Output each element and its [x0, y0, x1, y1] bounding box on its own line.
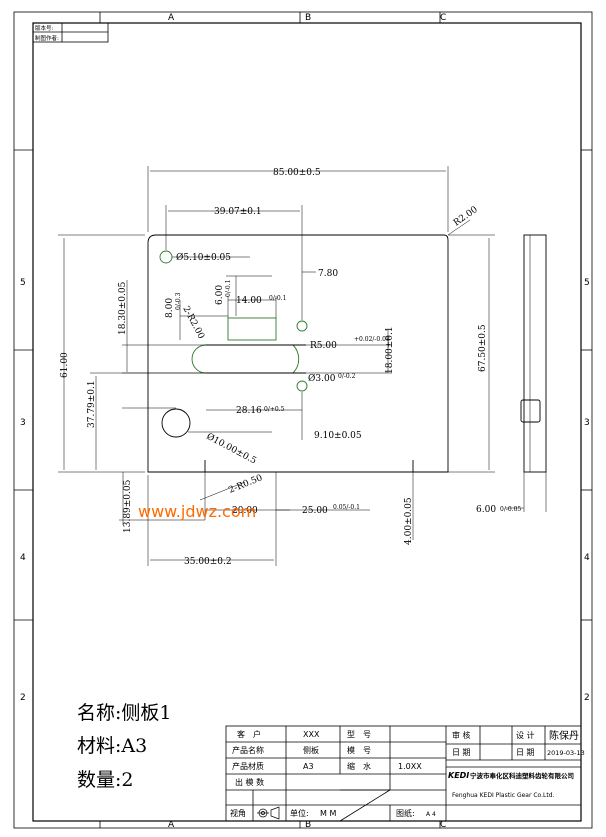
- part-quantity: 数量:2: [77, 769, 134, 791]
- dim-1830: 18.30±0.05: [118, 281, 128, 335]
- dim-1400: 14.00: [236, 296, 262, 306]
- zone-letter-top-a: A: [168, 13, 175, 23]
- zone-letter-top-b: B: [305, 13, 311, 23]
- dim-r050: 2-R0.50: [227, 473, 264, 496]
- tb-angle-label: 视角: [230, 808, 246, 818]
- tb-model-label: 型 号: [347, 730, 371, 739]
- zone-number-left-1: 5: [20, 278, 26, 288]
- tb-sheet-label: 图纸:: [396, 808, 415, 818]
- hole-small-b: [296, 380, 308, 392]
- watermark: www.jdwz.com: [138, 502, 256, 521]
- dim-400: 4.00±0.05: [404, 497, 414, 545]
- revision-label: 版本号:: [35, 24, 54, 32]
- tb-shrink-label: 缩 水: [347, 761, 371, 771]
- tb-unit-value: M M: [320, 809, 336, 818]
- tb-customer-value: XXX: [303, 730, 320, 739]
- company-logo: KEDI: [448, 771, 469, 780]
- zone-number-right-3: 4: [584, 553, 590, 563]
- hole-small-top-left: [159, 250, 173, 264]
- dim-3779: 37.79±0.1: [87, 380, 97, 428]
- dim-2500: 25.00: [302, 506, 328, 516]
- tb-product-name-value: 侧板: [303, 745, 319, 755]
- zone-letter-bottom-b: B: [305, 820, 311, 830]
- zone-letter-bottom-c: C: [440, 820, 446, 830]
- dim-510: Ø5.10±0.05: [176, 252, 231, 263]
- tb-design-value: 陈保丹: [549, 729, 579, 742]
- zone-letter-top-c: C: [440, 13, 446, 23]
- hole-large: [161, 408, 191, 438]
- dim-1400-tol: 0/-0.1: [269, 295, 286, 302]
- dim-2816-tol: 0/+0.5: [264, 406, 285, 413]
- side-view: [505, 234, 547, 512]
- arc-r200: [191, 344, 207, 374]
- dim-1389: 13.89±0.05: [123, 479, 133, 533]
- zone-number-left-3: 4: [20, 553, 26, 563]
- part-material: 材料:A3: [77, 735, 147, 757]
- dim-910: 9.10±0.05: [314, 431, 362, 441]
- dim-3907: 39.07±0.1: [214, 207, 262, 217]
- revision-box: [32, 22, 109, 43]
- dim-r2-left: 2-R2.00: [180, 305, 206, 341]
- dim-85: 85.00±0.5: [273, 168, 321, 178]
- slot-rect: [227, 317, 277, 341]
- dim-6750: 67.50±0.5: [478, 324, 488, 372]
- tb-review-label: 审 核: [452, 730, 471, 740]
- outer-frame: [13, 11, 593, 829]
- dim-300-tol: 0/-0.2: [338, 373, 356, 380]
- tb-unit-label: 单位:: [290, 808, 309, 818]
- author-label: 制图作者:: [35, 34, 59, 42]
- zone-number-left-2: 3: [20, 418, 26, 428]
- tb-mold-label: 模 号: [347, 745, 371, 755]
- tb-material-label: 产品材质: [232, 761, 264, 771]
- projection-symbol-icon: [257, 806, 280, 820]
- title-block: [225, 725, 582, 822]
- company-name-en: Fenghua KEDI Plastic Gear Co.Ltd.: [452, 792, 555, 799]
- zone-number-right-4: 2: [584, 693, 590, 703]
- hole-small-a: [296, 320, 308, 332]
- dim-3500: 35.00±0.2: [184, 557, 232, 567]
- dim-r2-top: R2.00: [452, 205, 480, 229]
- tb-date-value-right: 2019-03-13: [547, 749, 585, 757]
- tb-date-label-right: 日 期: [516, 748, 535, 757]
- dim-600-side: 6.00: [476, 505, 496, 515]
- dim-300: Ø3.00: [308, 373, 336, 384]
- zone-number-right-2: 3: [584, 418, 590, 428]
- dim-800-tol: 0/-0.3: [175, 292, 182, 310]
- company-name-cn: 宁波市奉化区科迪塑料齿轮有限公司: [470, 771, 574, 780]
- dim-800: 8.00: [165, 298, 175, 318]
- zone-number-left-4: 2: [20, 693, 26, 703]
- zone-letter-bottom-a: A: [168, 820, 175, 830]
- dim-2500-tol: 0.05/-0.1: [333, 504, 360, 511]
- dim-2816: 28.16: [236, 406, 262, 416]
- tb-design-label: 设 计: [516, 730, 535, 740]
- dim-6100: 61.00: [60, 352, 70, 378]
- tb-material-value: A3: [303, 762, 314, 771]
- tb-cavities-label: 出 模 数: [235, 777, 264, 787]
- tb-date-label-left: 日 期: [452, 748, 471, 757]
- tb-sheet-value: A 4: [426, 811, 436, 818]
- dim-600-tol: 0/-0.1: [225, 280, 232, 297]
- dim-780: 7.80: [318, 269, 338, 279]
- tb-shrink-value: 1.0XX: [398, 762, 422, 771]
- zone-number-right-1: 5: [584, 278, 590, 288]
- tb-product-name-label: 产品名称: [232, 745, 264, 755]
- dim-600-side-tol: 0/-0.05: [500, 506, 521, 513]
- dim-1000: Ø10.00±0.5: [205, 431, 259, 467]
- dim-2000: 20.00: [232, 506, 258, 516]
- part-name: 名称:侧板1: [77, 702, 172, 724]
- dim-600: 6.00: [215, 285, 225, 305]
- dim-r500: R5.00: [310, 341, 337, 351]
- arc-r500: [292, 344, 300, 374]
- tb-customer-label: 客 户: [237, 729, 261, 739]
- dim-1800: 18.00±0.1: [385, 326, 395, 374]
- dim-r500-tol: +0.02/-0.08: [354, 336, 390, 343]
